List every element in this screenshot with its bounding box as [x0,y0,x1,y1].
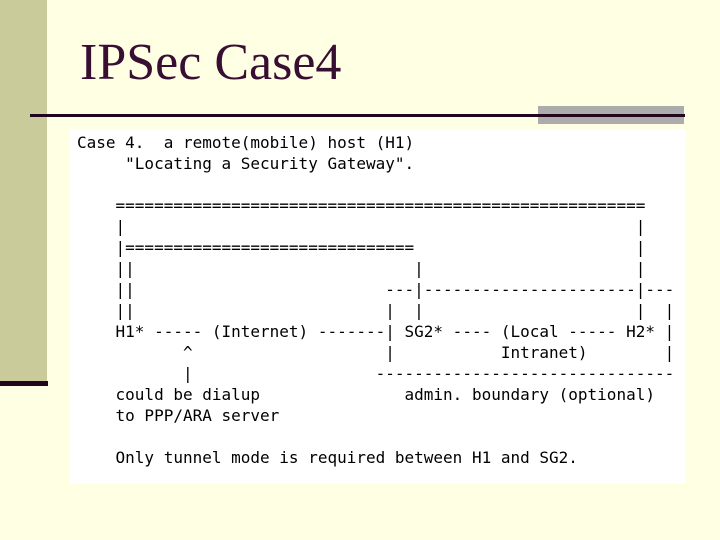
ascii-network-diagram: Case 4. a remote(mobile) host (H1) "Loca… [77,133,675,467]
title-rule-line [30,114,685,117]
ascii-diagram-panel: Case 4. a remote(mobile) host (H1) "Loca… [70,129,686,484]
left-accent-bar [0,0,47,382]
slide-title: IPSec Case4 [80,34,342,91]
left-accent-underline [0,381,48,386]
